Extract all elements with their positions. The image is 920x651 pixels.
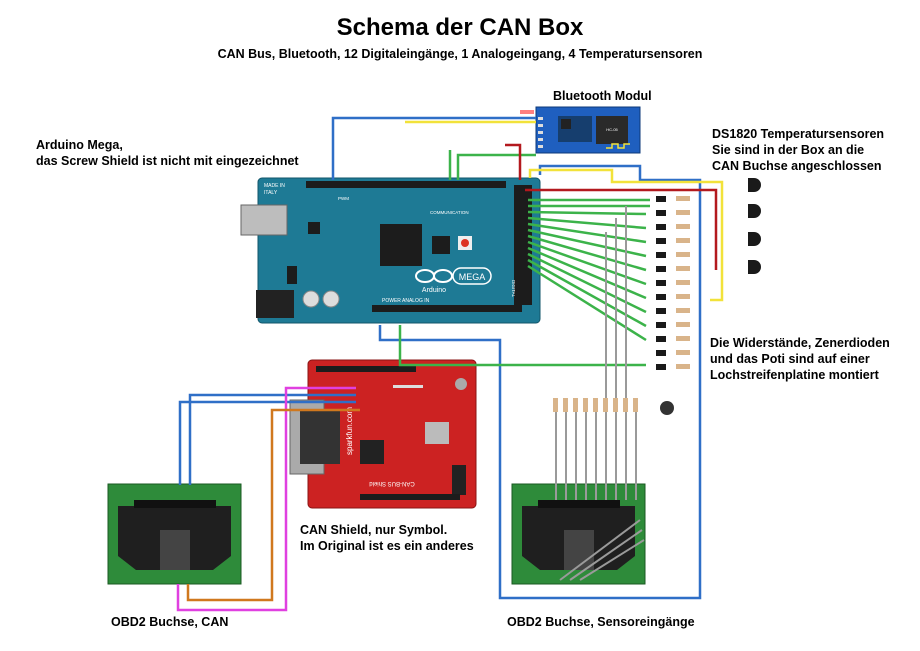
- resistors-label-line-2: und das Poti sind auf einer: [710, 352, 870, 366]
- can-shield-label: CAN Shield, nur Symbol. Im Original ist …: [300, 522, 474, 554]
- diagram-subtitle: CAN Bus, Bluetooth, 12 Digitaleingänge, …: [217, 47, 703, 61]
- pwm-text: PWM: [338, 196, 349, 201]
- obd-can-label: OBD2 Buchse, CAN: [111, 615, 229, 629]
- arduino-label-line-2: das Screw Shield ist nicht mit eingezeic…: [36, 154, 299, 168]
- resistors-label: Die Widerstände, Zenerdioden und das Pot…: [710, 335, 890, 383]
- power-text: POWER: [382, 298, 401, 304]
- arduino-logo: [415, 267, 492, 285]
- ds1820-label-line-2: Sie sind in der Box an die: [712, 143, 865, 157]
- ds1820-label-line-3: CAN Buchse angeschlossen: [712, 159, 882, 173]
- arduino-label-line-1: Arduino Mega,: [36, 138, 123, 152]
- can-shield-label-line-2: Im Original ist es ein anderes: [300, 539, 474, 553]
- resistors-label-line-3: Lochstreifenplatine montiert: [710, 368, 879, 382]
- digital-text: DIGITAL: [511, 280, 516, 298]
- diagram-title: Schema der CAN Box: [336, 14, 584, 41]
- communication-text: COMMUNICATION: [430, 210, 469, 215]
- bluetooth-label: Bluetooth Modul: [553, 89, 652, 103]
- arduino-brand-text: Arduino: [422, 287, 446, 294]
- resistors-label-line-1: Die Widerstände, Zenerdioden: [710, 336, 890, 350]
- arduino-mega-board: MEGA Arduino MADE IN ITALY POWER ANALOG …: [240, 177, 541, 324]
- obd2-can-socket: [107, 483, 242, 585]
- obd-sensor-label: OBD2 Buchse, Sensoreingänge: [507, 615, 695, 629]
- resistor-array: [553, 196, 690, 415]
- potentiometer: [660, 401, 674, 415]
- can-shield-label-line-1: CAN Shield, nur Symbol.: [300, 523, 448, 537]
- can-shield-board: sparkfun.com CAN-BUS Shield: [289, 359, 477, 509]
- mega-logo-text: MEGA: [459, 272, 486, 282]
- arduino-label: Arduino Mega, das Screw Shield ist nicht…: [36, 137, 299, 169]
- sparkfun-text: sparkfun.com: [345, 407, 354, 455]
- analog-in-text: ANALOG IN: [402, 298, 430, 304]
- ds1820-label: DS1820 Temperatursensoren Sie sind in de…: [712, 126, 884, 174]
- ds1820-label-line-1: DS1820 Temperatursensoren: [712, 127, 885, 141]
- wires: [176, 116, 724, 612]
- svg-text:HC-05: HC-05: [606, 127, 618, 132]
- can-bus-shield-text: CAN-BUS Shield: [369, 480, 414, 486]
- italy-text: ITALY: [264, 190, 278, 196]
- ds1820-sensors: [748, 178, 761, 274]
- obd2-sensor-socket: [511, 483, 646, 585]
- bluetooth-module: HC-05: [520, 106, 641, 154]
- made-in-text: MADE IN: [264, 183, 285, 189]
